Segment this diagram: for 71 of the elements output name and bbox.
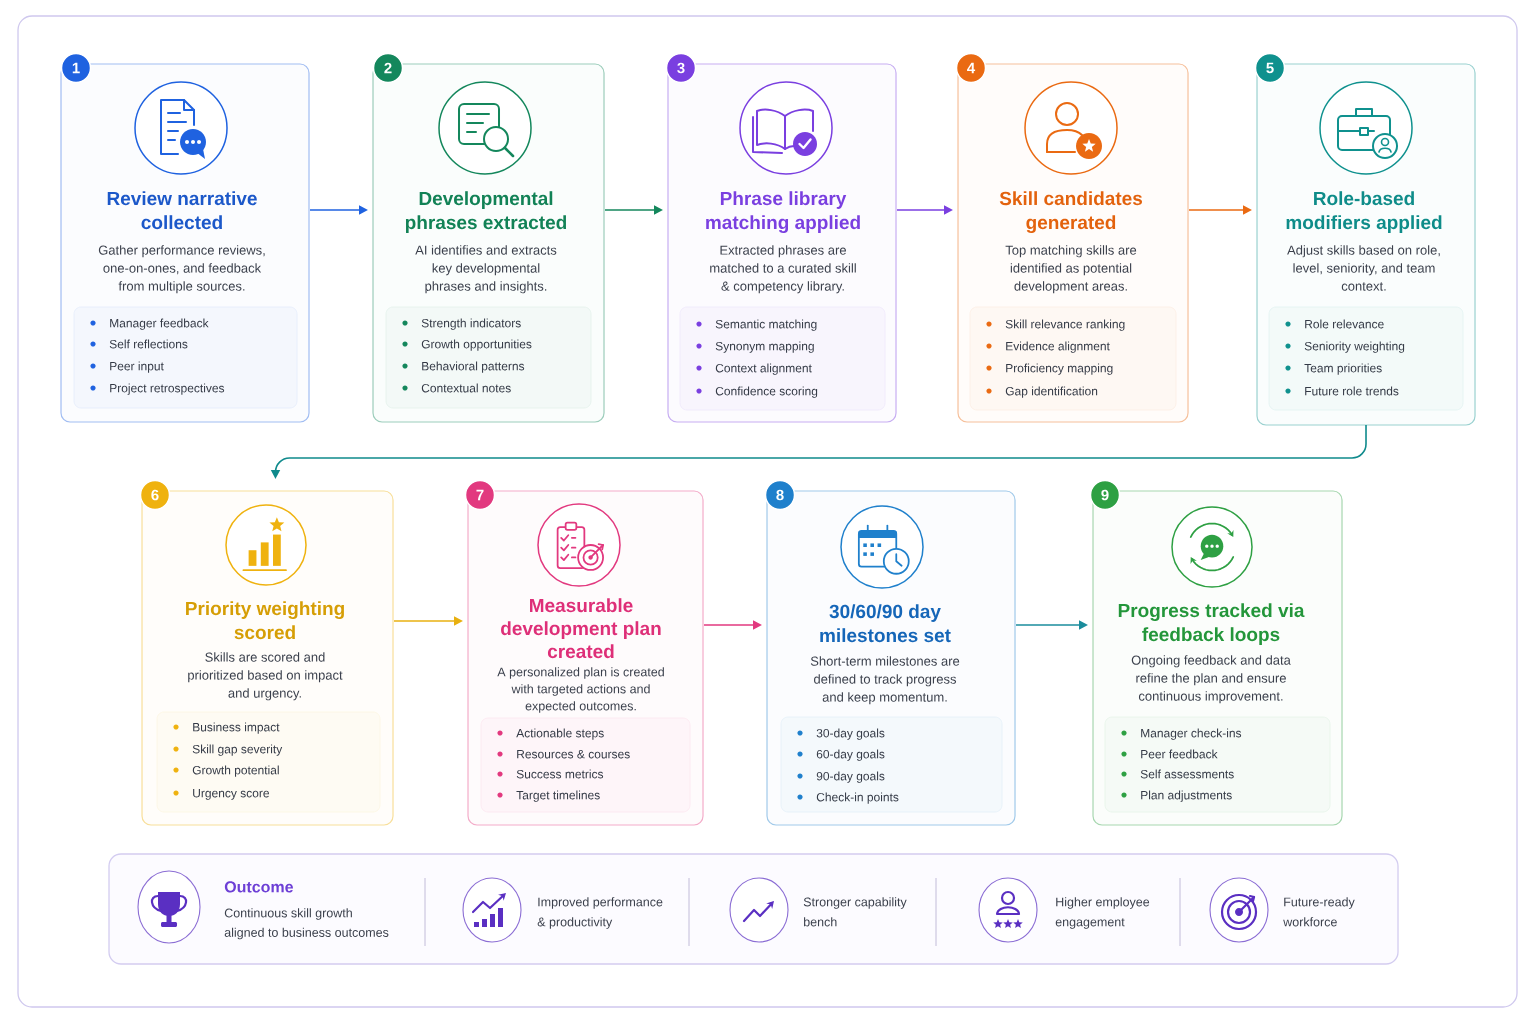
step-badge: 2 [372,52,404,84]
list-item: Manager check-ins [1141,728,1242,740]
list-item: Gap identification [1005,386,1098,398]
benefit-text: Improved performance & productivity [537,897,663,929]
list-item: Check-in points [816,792,899,804]
list-item: Behavioral patterns [422,361,525,373]
list-item: Team priorities [1304,363,1382,375]
step-badge: 8 [764,479,796,511]
arrow [393,616,463,626]
card-description: Gather performance reviews, one-on-ones, and feedback from multiple sources. [98,245,265,294]
list-item: Contextual notes [421,383,511,393]
outcome-heading: Outcome [224,881,293,893]
list-item: Growth opportunities [421,339,532,351]
card-description: Skills are scored and prioritized based on impact and urgency. [188,652,343,701]
card-title: Measurable development plan created [501,598,661,659]
step-badge: 6 [139,479,171,511]
list-item: Success metrics [516,769,604,779]
list-item: Growth potential [192,765,279,777]
step-badge: 3 [665,52,697,84]
arrow [309,205,368,215]
card-description: Short-term milestones are defined to track progress and keep momentum. [810,656,960,705]
step-badge: 1 [60,52,92,84]
list-item: Peer feedback [1141,749,1218,759]
card-title: Developmental phrases extracted [405,191,567,233]
list-item: Manager feedback [110,318,209,330]
card-description: A personalized plan is created with targeted actions and expected outcomes. [497,667,664,713]
card-description: AI identifies and extracts key developmental phrases and insights. [415,245,557,294]
card-title: Review narrative collected [107,191,257,230]
list-item: Future role trends [1305,386,1399,396]
list-item: Strength indicators [421,318,521,330]
list-item: Role relevance [1305,319,1384,329]
list-item: Evidence alignment [1006,341,1110,353]
card-description: Ongoing feedback and data refine the plan and ensure continuous improvement. [1131,655,1291,704]
list-item: Plan adjustments [1141,790,1232,802]
list-item: Peer input [110,361,164,373]
list-item: 30-day goals [816,728,885,740]
list-item: Semantic matching [715,319,817,331]
card-title: Role-based modifiers applied [1286,191,1442,233]
card-title: Skill candidates generated [999,191,1143,233]
list-item: Skill relevance ranking [1005,319,1125,331]
card-title: Phrase library matching applied [706,191,860,233]
list-item: Business impact [193,722,280,734]
list-item: Self reflections [109,339,188,349]
step-badge: 4 [955,52,987,84]
benefit-text: Higher employee engagement [1055,897,1150,929]
card-title: Priority weighting scored [186,601,344,640]
list-item: Resources & courses [517,750,630,759]
list-item: Skill gap severity [192,744,283,756]
list-item: Actionable steps [516,728,604,740]
list-item: Target timelines [516,790,600,802]
card-title: 30/60/90 day milestones set [820,604,951,643]
list-item: Synonym mapping [715,341,814,353]
list-item: Seniority weighting [1304,341,1405,353]
step-badge: 7 [464,479,496,511]
card-description: Adjust skills based on role, level, seniority, and team context. [1287,245,1440,291]
list-item: 90-day goals [816,771,885,783]
list-item: Self assessments [1140,769,1234,779]
list-item: Context alignment [715,363,812,375]
list-item: Confidence scoring [715,386,818,398]
benefit-text: Stronger capability bench [803,897,907,927]
step-badge: 9 [1089,479,1121,511]
card-title: Progress tracked via feedback loops [1118,603,1305,645]
list-item: 60-day goals [816,749,885,761]
step-badge: 5 [1254,52,1286,84]
outcome-description: Continuous skill growth aligned to business outcomes [224,908,389,940]
card-description: Top matching skills are identified as potential development areas. [1005,245,1137,294]
list-item: Project retrospectives [110,383,225,395]
list-item: Urgency score [193,789,269,800]
card-description: Extracted phrases are matched to a curated skill & competency library. [710,245,856,294]
benefit-text: Future-ready workforce [1283,897,1355,927]
list-item: Proficiency mapping [1006,363,1113,375]
